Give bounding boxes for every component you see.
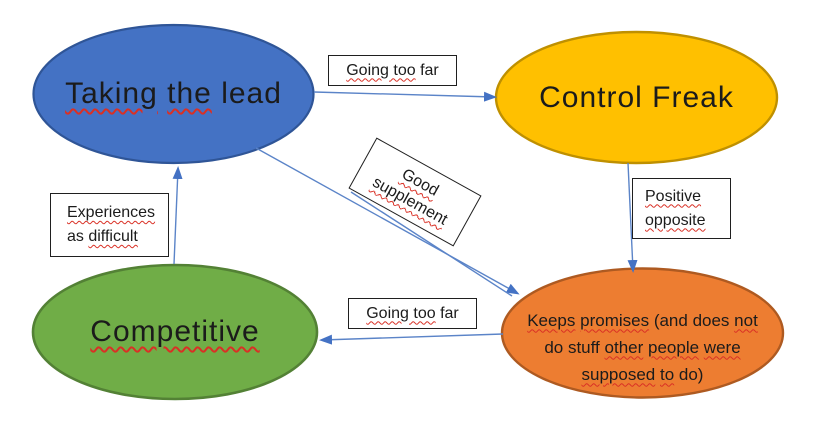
node-taking-the-lead[interactable] — [32, 23, 315, 165]
arrow-promises-to-competitive[interactable] — [319, 333, 504, 345]
edge-label-positive-opposite[interactable]: Positive opposite — [632, 178, 731, 239]
edge-label-going-too-far-top[interactable]: Going too far — [328, 55, 457, 86]
edge-label-experiences-as-difficult[interactable]: Experiences as difficult — [50, 193, 169, 257]
arrow-lead-to-promises[interactable] — [255, 147, 520, 295]
arrow-lead-to-control[interactable] — [313, 91, 497, 102]
arrow-competitive-to-lead[interactable] — [172, 166, 183, 265]
edge-label-going-too-far-bottom[interactable]: Going too far — [348, 298, 477, 329]
arrow-supplement-to-promises[interactable] — [350, 191, 513, 297]
node-keeps-promises[interactable] — [500, 267, 785, 399]
node-control-freak[interactable] — [494, 30, 779, 165]
arrow-control-to-promises[interactable] — [627, 162, 638, 273]
node-competitive[interactable] — [31, 263, 319, 401]
